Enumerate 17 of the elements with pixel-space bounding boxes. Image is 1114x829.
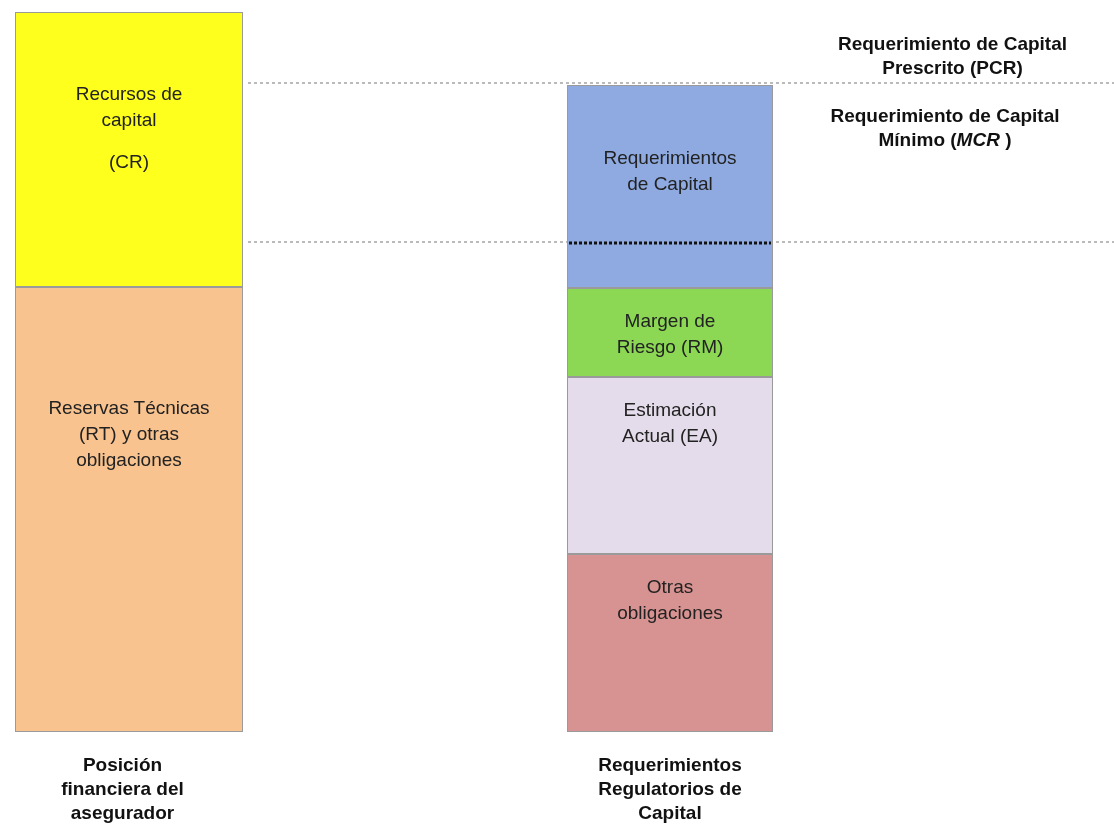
- segment-label: Margen de Riesgo (RM): [615, 309, 725, 359]
- stacked-segment: [567, 377, 773, 554]
- column-caption: Requerimientos Regulatorios de Capital: [597, 753, 743, 825]
- segment-label: Estimación Actual (EA): [620, 398, 720, 448]
- stacked-segment: [15, 287, 243, 732]
- stacked-segment: [567, 554, 773, 732]
- segment-label: Recursos de capital: [74, 82, 184, 132]
- column-caption: Posición financiera del asegurador: [60, 753, 185, 825]
- stacked-segment: [567, 288, 773, 377]
- stacked-segment: [15, 12, 243, 287]
- segment-label: Reservas Técnicas (RT) y otras obligaciones: [47, 396, 211, 472]
- segment-label: Otras obligaciones: [616, 575, 724, 625]
- threshold-label: Requerimiento de Capital Mínimo (MCR ): [829, 104, 1061, 152]
- stacked-segment: [567, 85, 773, 288]
- segment-label: (CR): [107, 150, 151, 174]
- threshold-label: Requerimiento de Capital Prescrito (PCR): [836, 32, 1069, 80]
- segment-label: Requerimientos de Capital: [602, 146, 738, 196]
